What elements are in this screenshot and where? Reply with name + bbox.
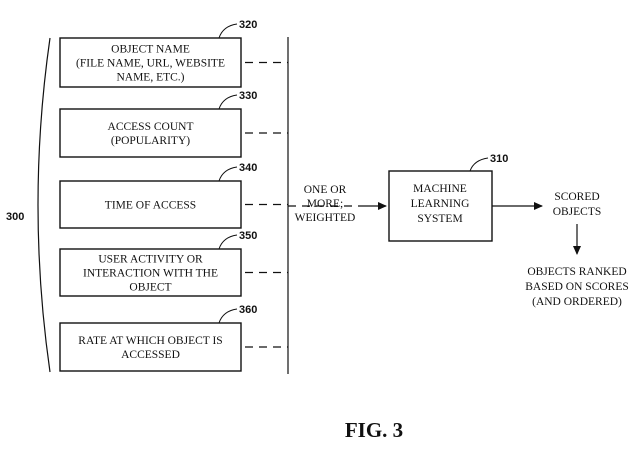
feature-ref-leader: [218, 234, 238, 250]
feature-ref-number: 320: [239, 19, 257, 31]
feature-box-340: TIME OF ACCESS 340: [59, 162, 288, 229]
feature-box-text: OBJECT: [129, 282, 171, 294]
feature-ref-leader: [218, 94, 238, 110]
feature-box-outline: [59, 108, 242, 158]
ml-system-line-3: SYSTEM: [417, 213, 462, 225]
feature-box-text: ACCESSED: [121, 349, 180, 361]
group-bracket: [37, 37, 51, 373]
feature-ref-number: 350: [239, 230, 257, 242]
feature-box-text: RATE AT WHICH OBJECT IS: [78, 335, 222, 347]
figure-label: FIG. 3: [345, 418, 403, 442]
feature-box-360: RATE AT WHICH OBJECT IS ACCESSED 360: [59, 304, 288, 372]
ml-system-line-2: LEARNING: [411, 198, 470, 210]
feature-box-text: TIME OF ACCESS: [105, 200, 196, 212]
feature-box-text: (FILE NAME, URL, WEBSITE: [76, 58, 225, 70]
feature-box-320: OBJECT NAME (FILE NAME, URL, WEBSITE NAME,…: [59, 19, 288, 88]
ml-system-line-1: MACHINE: [413, 183, 467, 195]
feature-box-330: ACCESS COUNT (POPULARITY) 330: [59, 90, 288, 158]
feature-ref-leader: [218, 166, 238, 182]
feature-box-text: NAME, ETC.): [116, 72, 184, 84]
ml-system-ref-leader: [469, 157, 489, 172]
feature-box-text: OBJECT NAME: [111, 44, 190, 56]
feature-box-outline: [59, 37, 242, 88]
ml-system-ref: 310: [490, 153, 508, 165]
feature-box-text: USER ACTIVITY OR: [98, 254, 203, 266]
ranked-line-3: (AND ORDERED): [532, 296, 622, 308]
feature-box-text: ACCESS COUNT: [108, 121, 194, 133]
feature-box-text: INTERACTION WITH THE: [83, 268, 218, 280]
feature-ref-number: 340: [239, 162, 257, 174]
connector-label-line-2: MORE;: [307, 198, 343, 210]
feature-box-350: USER ACTIVITY OR INTERACTION WITH THE OBJE…: [59, 230, 288, 297]
ranked-line-2: BASED ON SCORES: [525, 281, 629, 293]
feature-ref-leader: [218, 23, 238, 39]
feature-box-outline: [59, 248, 242, 297]
connector-label-line-3: WEIGHTED: [295, 212, 356, 224]
feature-ref-number: 330: [239, 90, 257, 102]
group-ref-label: 300: [6, 211, 24, 223]
input-feature-boxes: OBJECT NAME (FILE NAME, URL, WEBSITE NAME,…: [59, 19, 366, 372]
feature-box-outline: [59, 322, 242, 372]
feature-box-outline: [59, 180, 242, 229]
feature-ref-leader: [218, 308, 238, 324]
output-line-1: SCORED: [554, 191, 599, 203]
feature-ref-number: 360: [239, 304, 257, 316]
output-line-2: OBJECTS: [553, 206, 602, 218]
ranked-line-1: OBJECTS RANKED: [527, 266, 626, 278]
connector-label-line-1: ONE OR: [304, 184, 347, 196]
feature-box-text: (POPULARITY): [111, 135, 190, 147]
